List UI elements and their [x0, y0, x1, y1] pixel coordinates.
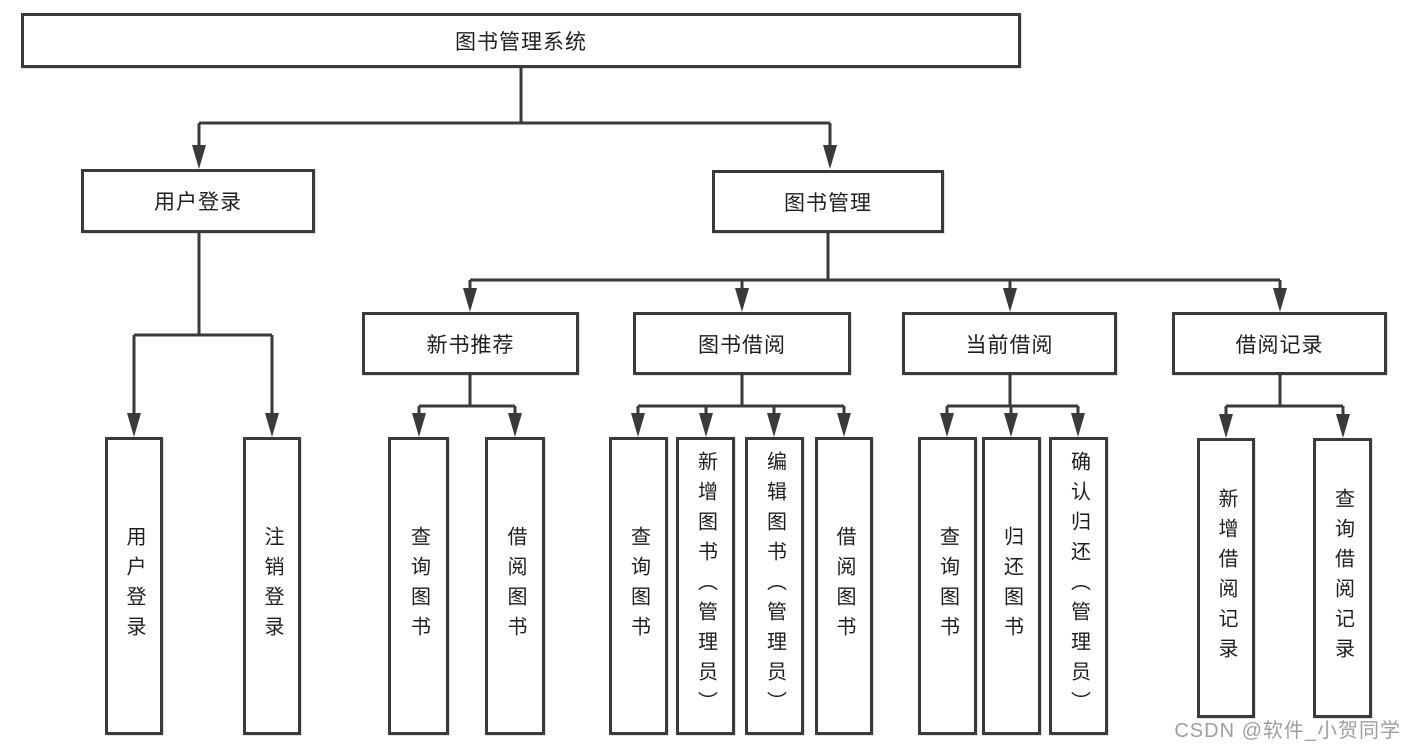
node-book-management: 图书管理	[712, 170, 944, 233]
leaf-edit-books-admin: 编辑图书（管理员）	[745, 437, 804, 735]
node-label: 新书推荐	[426, 333, 515, 357]
leaf-confirm-return-admin: 确认归还（管理员）	[1049, 437, 1108, 735]
node-library-management-system: 图书管理系统	[21, 13, 1021, 68]
node-label: 借阅记录	[1235, 333, 1324, 357]
leaf-current-query-books: 查询图书	[918, 437, 977, 735]
leaf-newrec-query-books: 查询图书	[388, 437, 449, 735]
node-new-book-recommendation: 新书推荐	[362, 312, 579, 375]
leaf-label: 查询图书	[407, 526, 430, 646]
connector-borrowing-records-to-leaves	[1219, 375, 1350, 438]
leaf-add-books-admin: 新增图书（管理员）	[676, 437, 735, 735]
node-label: 图书管理系统	[455, 30, 587, 54]
connector-root-to-level2	[192, 68, 837, 169]
node-current-borrowing: 当前借阅	[902, 312, 1117, 375]
leaf-logout: 注销登录	[243, 437, 301, 735]
connector-user-login-to-leaves	[127, 233, 279, 437]
connector-book-management-to-level3	[463, 233, 1287, 312]
leaf-label: 确认归还（管理员）	[1067, 451, 1090, 721]
leaf-label: 查询图书	[936, 526, 959, 646]
leaf-label: 注销登录	[261, 526, 283, 646]
leaf-label: 借阅图书	[504, 526, 526, 646]
leaf-label: 归还图书	[1000, 526, 1023, 646]
node-borrowing-records: 借阅记录	[1172, 312, 1387, 375]
connector-current-borrowing-to-leaves	[940, 375, 1085, 437]
leaf-label: 编辑图书（管理员）	[763, 451, 786, 721]
node-user-login: 用户登录	[81, 169, 315, 233]
node-label: 图书借阅	[698, 333, 786, 357]
connector-new-book-recommend-to-leaves	[412, 375, 522, 437]
node-book-borrowing: 图书借阅	[633, 312, 851, 375]
leaf-return-books: 归还图书	[982, 437, 1041, 735]
csdn-watermark: CSDN @软件_小贺同学	[1174, 720, 1401, 742]
node-label: 用户登录	[154, 191, 242, 214]
node-label: 当前借阅	[965, 333, 1054, 357]
leaf-newrec-borrow-books: 借阅图书	[485, 437, 545, 735]
connector-book-borrowing-to-leaves	[631, 375, 851, 437]
leaf-user-login: 用户登录	[105, 437, 163, 735]
leaf-label: 借阅图书	[833, 526, 855, 646]
leaf-label: 新增借阅记录	[1215, 488, 1237, 668]
leaf-add-borrow-record: 新增借阅记录	[1197, 438, 1255, 718]
leaf-label: 新增图书（管理员）	[694, 451, 717, 721]
leaf-borrow-books: 借阅图书	[815, 437, 873, 735]
leaf-borrow-query-books: 查询图书	[609, 437, 668, 735]
leaf-label: 查询借阅记录	[1331, 488, 1354, 668]
leaf-label: 用户登录	[123, 526, 145, 646]
node-label: 图书管理	[784, 191, 872, 215]
leaf-label: 查询图书	[627, 526, 650, 646]
leaf-query-borrow-record: 查询借阅记录	[1313, 438, 1372, 718]
